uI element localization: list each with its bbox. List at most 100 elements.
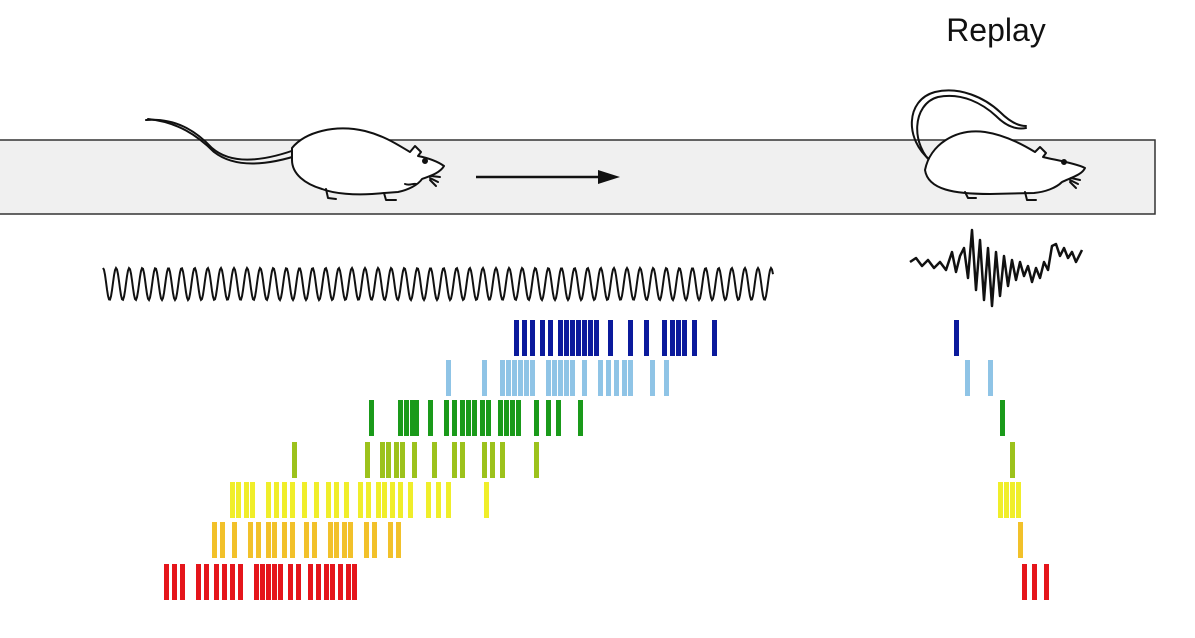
spike-run [588,320,593,356]
spike-run [614,360,619,396]
spike-run [250,482,255,518]
spike-run [558,320,563,356]
spike-run [480,400,485,436]
spike-run [498,400,503,436]
spike-run [214,564,219,600]
spike-run [380,442,385,478]
spike-raster [164,320,1049,600]
spike-run [292,442,297,478]
cell-7-spikes [164,564,1049,600]
spike-run [628,320,633,356]
spike-run [254,564,259,600]
spike-run [266,482,271,518]
spike-run [548,320,553,356]
spike-run [358,482,363,518]
spike-run [369,400,374,436]
spike-run [490,442,495,478]
spike-run [522,320,527,356]
spike-run [390,482,395,518]
spike-replay [1032,564,1037,600]
spike-run [486,400,491,436]
spike-run [570,320,575,356]
spike-run [650,360,655,396]
spike-run [372,522,377,558]
spike-run [274,482,279,518]
spike-run [412,442,417,478]
spike-run [296,564,301,600]
spike-run [314,482,319,518]
spike-run [290,482,295,518]
spike-run [230,482,235,518]
spike-run [220,522,225,558]
spike-run [408,482,413,518]
spike-run [482,360,487,396]
spike-run [506,360,511,396]
spike-run [676,320,681,356]
spike-run [500,442,505,478]
spike-run [608,320,613,356]
spike-run [330,564,335,600]
spike-run [432,442,437,478]
spike-run [410,400,415,436]
spike-replay [1044,564,1049,600]
spike-run [514,320,519,356]
spike-run [398,400,403,436]
spike-run [534,400,539,436]
spike-run [452,400,457,436]
spike-replay [1016,482,1021,518]
spike-run [282,522,287,558]
spike-run [278,564,283,600]
spike-run [400,442,405,478]
spike-replay [988,360,993,396]
sharp-wave-ripple [909,228,1084,308]
spike-run [558,360,563,396]
spike-run [530,320,535,356]
spike-run [534,442,539,478]
spike-run [598,360,603,396]
spike-run [570,360,575,396]
spike-run [524,360,529,396]
spike-run [326,482,331,518]
spike-run [344,482,349,518]
spike-run [482,442,487,478]
spike-run [348,522,353,558]
spike-run [582,360,587,396]
spike-run [682,320,687,356]
spike-run [622,360,627,396]
spike-run [670,320,675,356]
spike-run [290,522,295,558]
spike-run [484,482,489,518]
spike-run [472,400,477,436]
spike-run [692,320,697,356]
spike-run [564,360,569,396]
spike-run [396,522,401,558]
spike-run [466,400,471,436]
spike-run [212,522,217,558]
spike-run [288,564,293,600]
spike-run [444,400,449,436]
spike-run [352,564,357,600]
spike-run [578,400,583,436]
spike-run [552,360,557,396]
spike-run [248,522,253,558]
spike-run [564,320,569,356]
spike-run [334,482,339,518]
spike-run [338,564,343,600]
spike-run [256,522,261,558]
spike-run [180,564,185,600]
spike-run [664,360,669,396]
spike-run [388,522,393,558]
spike-run [452,442,457,478]
spike-run [606,360,611,396]
spike-run [366,482,371,518]
spike-run [312,522,317,558]
spike-run [394,442,399,478]
spike-run [376,482,381,518]
spike-run [510,400,515,436]
spike-run [546,400,551,436]
spike-run [342,522,347,558]
spike-replay [1022,564,1027,600]
cell-5-spikes [230,482,1021,518]
spike-run [398,482,403,518]
